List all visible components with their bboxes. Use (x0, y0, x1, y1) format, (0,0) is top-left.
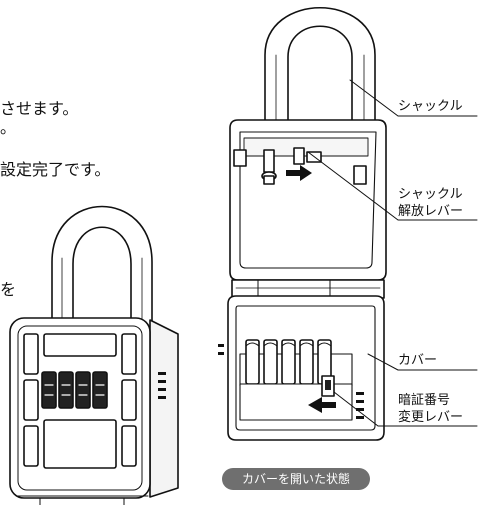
label-shackle-release-lever-line2: 解放レバー (398, 204, 464, 219)
shackle-release-lever (293, 147, 305, 165)
instruction-line-3: 設定完了です。 (0, 160, 111, 179)
label-cover: カバー (398, 353, 438, 368)
caption-open-state: カバーを開いた状態 (222, 468, 370, 490)
instruction-line-4: を (0, 280, 17, 299)
label-code-change-lever-line1: 暗証番号 (398, 393, 451, 408)
open-shackle (264, 6, 376, 126)
left-arrow-icon (308, 397, 336, 413)
combination-dials (41, 371, 108, 409)
closed-shackle (51, 205, 153, 333)
closed-lockbox-illustration (9, 205, 179, 505)
label-shackle: シャックル (398, 99, 463, 114)
label-shackle-release-lever-line1: シャックル (398, 187, 463, 202)
open-lockbox-illustration (218, 6, 387, 441)
right-arrow-icon (286, 165, 312, 181)
instruction-line-2: 。 (0, 118, 17, 137)
instruction-line-1: させます。 (0, 99, 79, 118)
label-code-change-lever-line2: 変更レバー (398, 410, 464, 425)
